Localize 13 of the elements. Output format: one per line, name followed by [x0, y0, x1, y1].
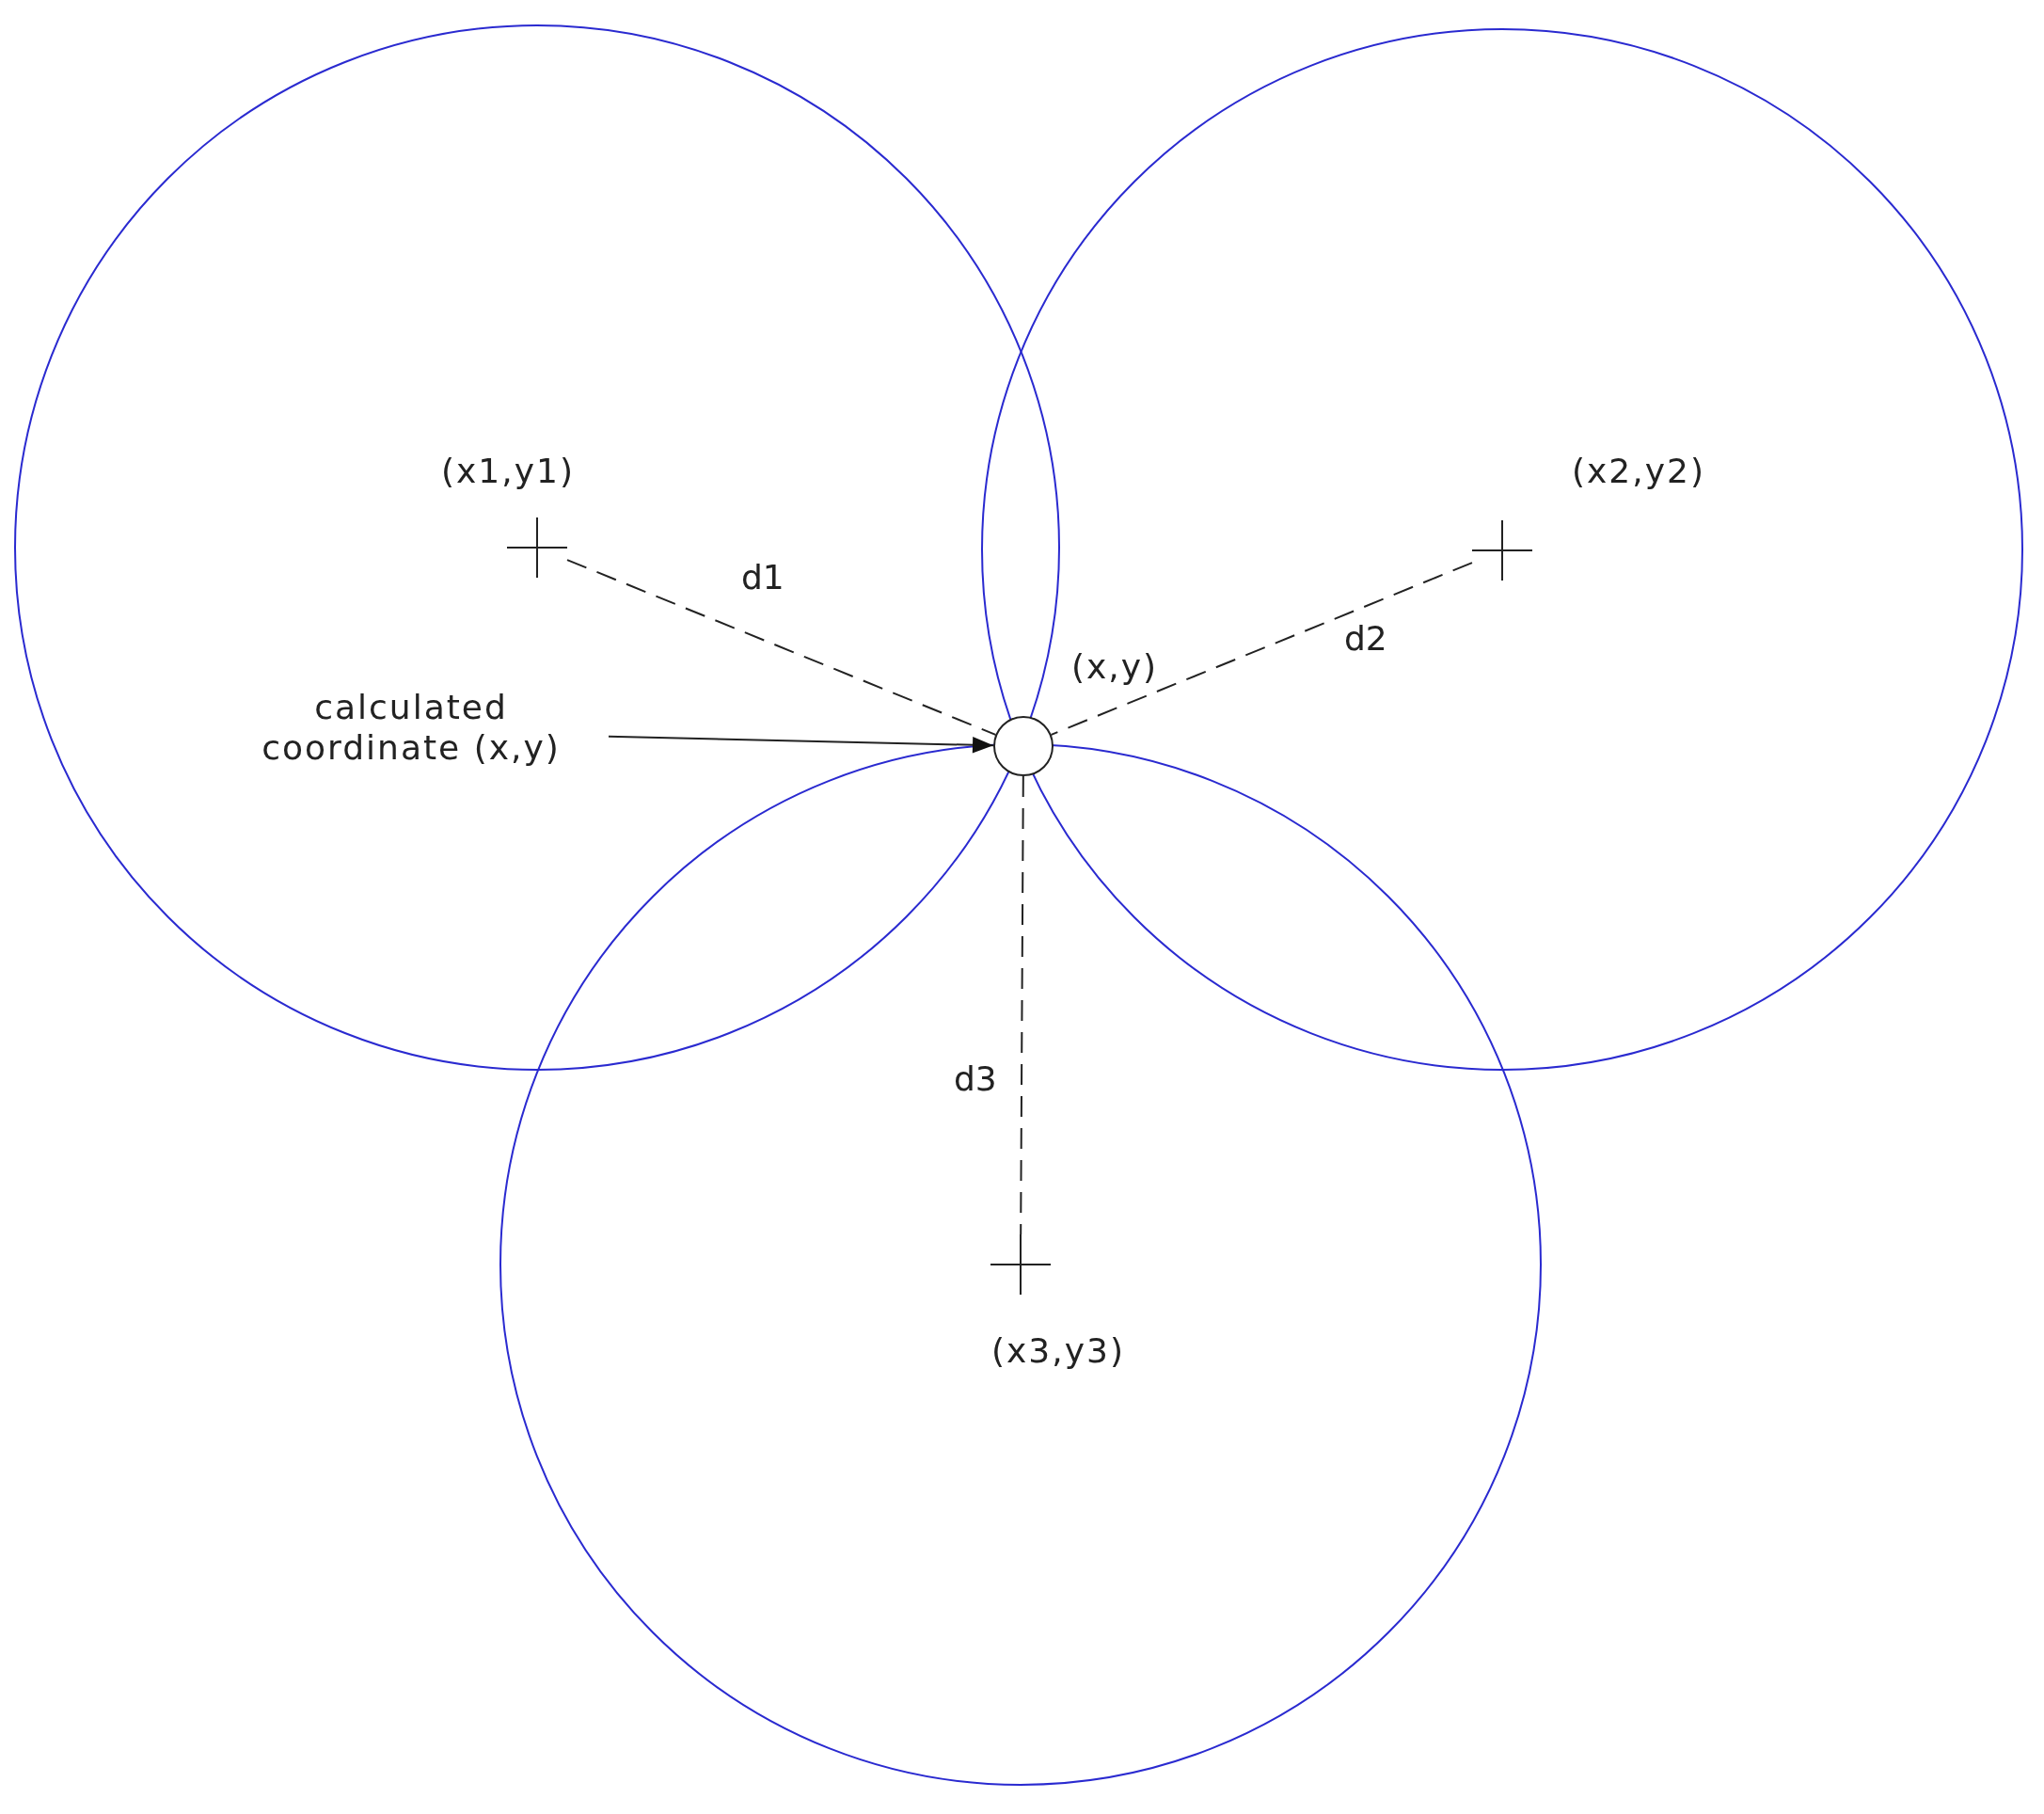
cross-marker	[507, 517, 567, 578]
cross-marker	[990, 1234, 1051, 1295]
leader-arrow	[608, 735, 994, 754]
coordinate-label: (x,y)	[1071, 645, 1159, 687]
distance-line	[1020, 775, 1024, 1235]
cross-marker	[1472, 520, 1532, 581]
coordinate-label: (x1,y1)	[441, 450, 575, 491]
distance-line	[566, 559, 997, 736]
distance-line	[1050, 562, 1473, 736]
annotation-text: calculated coordinate (x,y)	[214, 687, 609, 777]
coordinate-label: (x2,y2)	[1572, 450, 1705, 491]
coordinate-label: (x3,y3)	[991, 1329, 1125, 1371]
position-circle	[993, 716, 1054, 776]
